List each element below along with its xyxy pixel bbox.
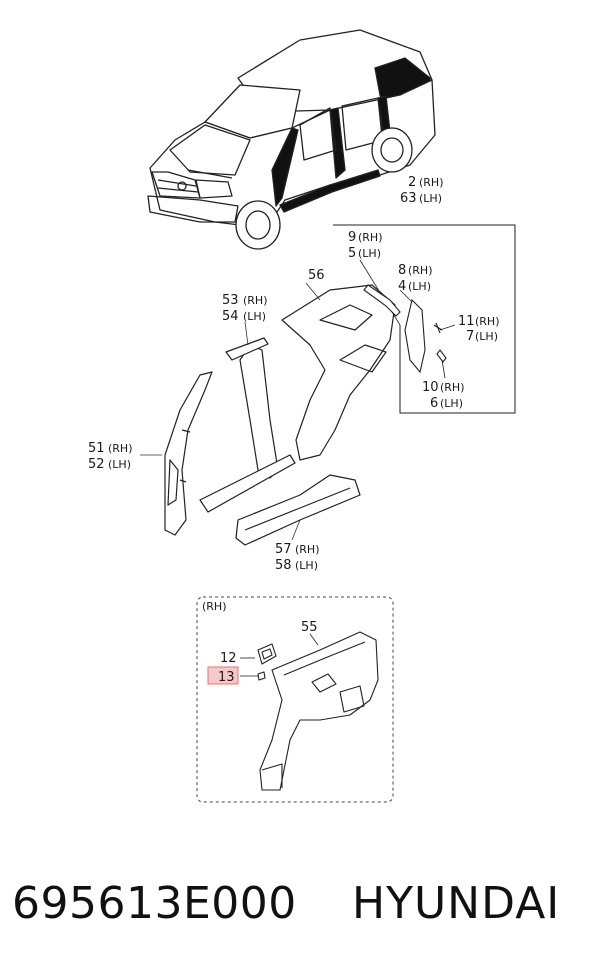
svg-text:(RH): (RH) [108, 442, 133, 455]
callout-53-54: 53 (RH) 54 (LH) [222, 293, 268, 324]
callout-8-4: 8 (RH) 4 (LH) [398, 263, 433, 294]
trim-parts-box [333, 224, 516, 414]
highlight-box [207, 666, 239, 685]
part-12-label: 12 [220, 651, 237, 666]
svg-text:9: 9 [348, 230, 356, 245]
svg-text:(RH): (RH) [419, 176, 444, 189]
callout-9-5: 9 (RH) 5 (LH) [348, 230, 383, 261]
part-13-label: 13 [218, 670, 235, 685]
svg-text:11: 11 [458, 314, 475, 329]
callout-10-6: 10 (RH) 6 (LH) [422, 380, 465, 411]
svg-text:63: 63 [400, 191, 417, 206]
svg-text:52: 52 [88, 457, 105, 472]
svg-text:6: 6 [430, 396, 438, 411]
leader-lines [140, 282, 321, 541]
svg-text:(LH): (LH) [243, 310, 266, 323]
car-illustration [147, 29, 436, 250]
footer: 695613E000 HYUNDAI [0, 878, 600, 938]
svg-text:(LH): (LH) [358, 247, 381, 260]
inset-side-label: (RH) [202, 600, 227, 613]
svg-text:(LH): (LH) [419, 192, 442, 205]
svg-text:(RH): (RH) [243, 294, 268, 307]
callout-11-7: 11 (RH) 7 (LH) [458, 314, 500, 344]
callout-2-63: 2 (RH) 63 (LH) [400, 175, 444, 206]
svg-text:(LH): (LH) [440, 397, 463, 410]
svg-text:53: 53 [222, 293, 239, 308]
callout-51-52: 51 (RH) 52 (LH) [88, 441, 133, 472]
part-55-label: 55 [301, 620, 318, 635]
svg-text:58: 58 [275, 558, 292, 573]
svg-text:4: 4 [398, 279, 406, 294]
svg-text:8: 8 [398, 263, 406, 278]
callout-57-58: 57 (RH) 58 (LH) [275, 542, 320, 573]
svg-text:(RH): (RH) [295, 543, 320, 556]
svg-text:(RH): (RH) [475, 315, 500, 328]
svg-text:5: 5 [348, 246, 356, 261]
svg-text:(LH): (LH) [408, 280, 431, 293]
svg-text:(RH): (RH) [358, 231, 383, 244]
svg-text:54: 54 [222, 309, 239, 324]
svg-text:10: 10 [422, 380, 439, 395]
brand-name: HYUNDAI [352, 878, 561, 929]
svg-text:56: 56 [308, 268, 325, 283]
svg-text:57: 57 [275, 542, 292, 557]
svg-text:7: 7 [466, 329, 474, 344]
callout-56: 56 [308, 268, 325, 283]
svg-text:(LH): (LH) [295, 559, 318, 572]
part-number: 695613E000 [12, 878, 297, 929]
svg-text:(RH): (RH) [408, 264, 433, 277]
svg-text:(RH): (RH) [440, 381, 465, 394]
svg-text:(LH): (LH) [475, 330, 498, 343]
svg-text:(LH): (LH) [108, 458, 131, 471]
svg-text:51: 51 [88, 441, 105, 456]
inset-rh: (RH) 55 12 13 [196, 596, 394, 803]
body-side-panels [164, 284, 396, 546]
callout-num: 2 [408, 175, 416, 190]
